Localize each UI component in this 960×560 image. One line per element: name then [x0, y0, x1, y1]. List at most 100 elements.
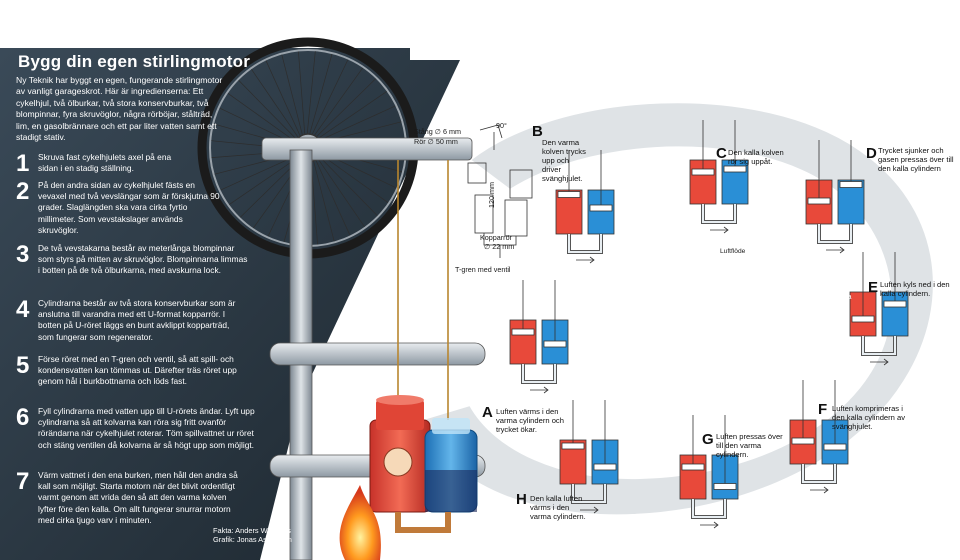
wheel-spoke [265, 60, 304, 143]
flow-arrow [810, 486, 829, 494]
cold-piston [713, 483, 737, 490]
u-tube [521, 364, 557, 384]
wheel-spoke [227, 93, 301, 146]
flow-arrow [530, 386, 549, 394]
cycle-diagram-A [509, 280, 569, 394]
u-tube-inner [692, 499, 726, 518]
cold-cylinder-jar [424, 418, 478, 513]
u-tube-inner [802, 464, 836, 483]
phase-letter: H [516, 491, 527, 508]
technical-drawing [467, 124, 533, 258]
u-tube-inner [568, 234, 602, 253]
step-text: På den andra sidan av cykelhjulet fästs … [38, 180, 220, 235]
step-text: De två vevstakarna består av meterlånga … [38, 243, 248, 276]
hot-piston [561, 442, 585, 450]
cycle-diagram-B [555, 150, 615, 264]
step-number: 7 [16, 468, 30, 495]
phase-text: Trycket sjunker och gasen pressas över t… [878, 146, 954, 174]
phase-text: Den varma kolven trycks upp och driver s… [542, 138, 586, 184]
wheel-spoke [314, 151, 378, 217]
flow-arrow [870, 358, 889, 366]
hot-cylinder-can [369, 395, 431, 513]
hot-piston [511, 328, 535, 336]
phase-text: Den kalla kolven rör sig uppåt. [728, 148, 784, 167]
step-text: Värm vattnet i den ena burken, men håll … [38, 470, 238, 525]
hot-piston [681, 463, 705, 471]
wheel-spoke [311, 154, 335, 242]
wheel-spoke [313, 152, 365, 227]
wheel-spoke [310, 67, 363, 141]
phase-letter: E [868, 279, 879, 296]
wheel-spoke [313, 105, 396, 144]
u-tube [817, 224, 853, 244]
label-height: 120 mm [487, 182, 496, 208]
stirling-text: är en varmluftsmaskin med yttre förbränn… [684, 272, 854, 337]
cycle-diagram-C [689, 120, 749, 234]
phase-text: Luften kyls ned i den kalla cylindern. [880, 280, 950, 299]
stand-bar-upper [269, 342, 486, 366]
wheel-spoke [307, 53, 333, 141]
wheel-spoke [281, 54, 305, 142]
phase-letter: B [532, 123, 543, 140]
wheel-spoke [311, 78, 377, 142]
credits: Fakta: Anders Wallerius Grafik: Jonas As… [213, 526, 292, 545]
phase-text: Luften komprimeras i den kalla cylindern… [832, 404, 906, 432]
cycle-diagram-E [849, 252, 909, 366]
wheel-spoke [251, 69, 303, 144]
u-tube-inner [702, 204, 736, 223]
step-number: 5 [16, 352, 30, 379]
flow-arrow [580, 506, 599, 514]
cold-piston [543, 340, 567, 348]
wheel-spoke [309, 59, 349, 141]
label-angle: 90° [496, 121, 507, 130]
wheel-spoke [312, 91, 387, 143]
phase-text: Den kalla luften värms i den varma cylin… [530, 494, 586, 522]
credit-graphics: Grafik: Jonas Askergren [213, 535, 292, 545]
cold-piston [723, 165, 747, 173]
wheel-spoke [306, 51, 316, 141]
stirling-title: Stirlingmotorn [684, 270, 764, 282]
label-kopparror-dim: ∅ 22 mm [484, 242, 515, 251]
phase-letter: F [818, 401, 828, 418]
step-number: 6 [16, 404, 30, 431]
step-text: Förse röret med en T-gren och ventil, så… [38, 354, 237, 387]
flow-arrow [826, 246, 845, 254]
hot-piston [791, 437, 815, 445]
credit-facts: Fakta: Anders Wallerius [213, 526, 291, 535]
step-number: 1 [16, 150, 30, 177]
cycle-diagram-H [559, 400, 619, 514]
cold-piston [839, 181, 863, 188]
hot-piston [691, 168, 715, 176]
label-kopparror: Kopparrör [480, 233, 512, 242]
wheel-spoke [238, 79, 302, 145]
phase-letter: A [482, 404, 493, 421]
flow-arrow [700, 521, 719, 529]
label-tgren: T-gren med ventil [455, 265, 511, 274]
cold-piston [589, 204, 613, 212]
cold-piston [883, 300, 907, 308]
u-tube-inner [572, 484, 606, 503]
wheel-spoke [298, 51, 306, 141]
cycle-diagram-D [805, 140, 865, 254]
u-tube-inner [522, 364, 556, 383]
flow-arrow [710, 226, 729, 234]
phase-letter: D [866, 145, 877, 162]
u-tube-inner [818, 224, 852, 243]
cycle-diagram-F [789, 380, 849, 494]
step-text: Cylindrarna består av två stora konservb… [38, 298, 236, 342]
wheel-spoke [312, 153, 351, 236]
u-tube-inner [862, 336, 896, 355]
flow-arrow [576, 256, 595, 264]
burner-flame [339, 485, 381, 560]
phase-text: Luften värms i den varma cylindern och t… [496, 407, 564, 435]
label-luftflode: Luftflöde [720, 248, 746, 255]
copper-u-pipe [395, 512, 451, 533]
left-dark-panel [0, 48, 460, 560]
axle [261, 137, 473, 161]
regenerator-text: För att öka verkningsgraden finns en reg… [862, 432, 954, 495]
label-stang: Stång ∅ 6 mm [414, 127, 462, 136]
intro-text: Ny Teknik har byggt en egen, fungerande … [16, 75, 223, 143]
hot-piston [807, 197, 831, 205]
